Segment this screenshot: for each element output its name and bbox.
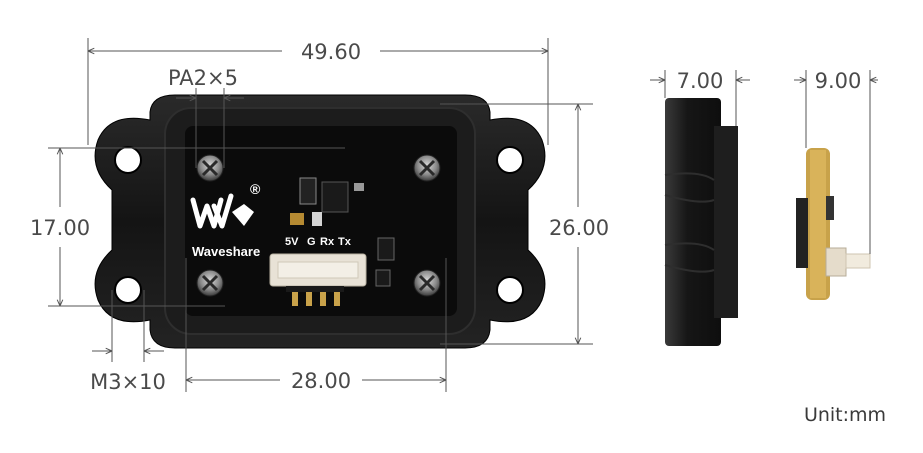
mount-hole-bottom-right xyxy=(496,276,524,304)
component-small xyxy=(354,183,364,191)
registered-mark: ® xyxy=(250,181,261,197)
side-view-housing xyxy=(664,98,738,346)
dimension-mount-height: 17.00 xyxy=(30,216,90,240)
mount-hole-top-right xyxy=(496,146,524,174)
pcb-screw-bottom-left xyxy=(196,269,224,297)
pin-label-5v: 5V xyxy=(285,236,299,248)
component-cap xyxy=(290,213,304,225)
pin-label-g: G xyxy=(307,236,316,248)
pin-label-tx: Tx xyxy=(338,236,352,248)
component-resistor xyxy=(375,269,391,287)
pcb-screw-bottom-right xyxy=(413,269,441,297)
dimension-total-width: 49.60 xyxy=(301,40,361,64)
dimension-mount-screw: M3×10 xyxy=(90,370,166,394)
waveshare-logo-icon xyxy=(190,193,254,229)
dimension-side-depth: 9.00 xyxy=(815,69,862,93)
chip-array xyxy=(299,177,317,205)
pin-label-rx: Rx xyxy=(320,236,335,248)
dimension-side-width: 7.00 xyxy=(677,69,724,93)
mount-hole-top-left xyxy=(114,146,142,174)
side-view-pcb xyxy=(796,148,871,300)
pcb-screw-top-right xyxy=(413,154,441,182)
front-view: ® Waveshare 5V G Rx Tx xyxy=(94,94,546,349)
chip-main xyxy=(321,181,349,213)
mount-hole-bottom-left xyxy=(114,276,142,304)
component-transistor xyxy=(377,237,395,261)
connector-header xyxy=(269,253,367,306)
unit-label: Unit:mm xyxy=(804,404,886,426)
brand-label: Waveshare xyxy=(192,244,260,259)
component-cap-2 xyxy=(312,212,322,226)
dimension-pad-screw: PA2×5 xyxy=(168,66,238,90)
dimension-mount-spacing: 28.00 xyxy=(291,369,351,393)
pcb-screw-top-left xyxy=(196,154,224,182)
dimension-board-height: 26.00 xyxy=(549,216,609,240)
